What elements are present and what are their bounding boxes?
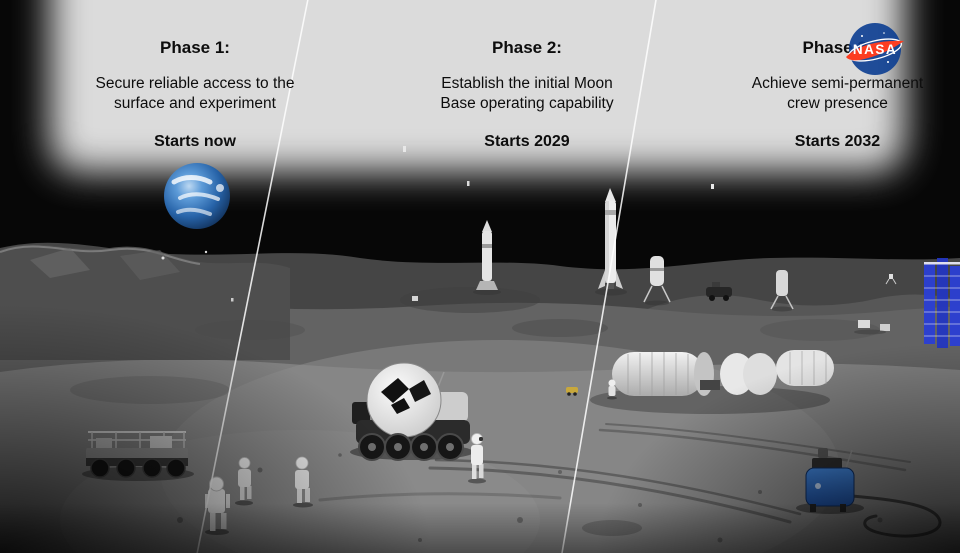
nasa-logo-swoosh [846,40,904,61]
phase-1-start-date: Starts now [154,133,236,150]
phase-2-heading: Phase 2: [492,38,562,57]
phase-1-panel: Phase 1: Secure reliable access to the s… [75,38,315,152]
nasa-logo: NASA [846,23,904,75]
phase-1-heading: Phase 1: [160,38,230,57]
phase-3-description: Achieve semi-permanent crew presence [751,75,924,112]
phase-3-panel: Phase 3: Achieve semi-permanent crew pre… [745,38,930,152]
phase-2-description: Establish the initial Moon Base operatin… [440,75,614,112]
bottom-shade [0,503,960,553]
phase-2-panel: Phase 2: Establish the initial Moon Base… [422,38,632,152]
nasa-logo-text: NASA [853,42,897,57]
phase-3-start-date: Starts 2032 [794,133,881,150]
phase-1-description: Secure reliable access to the surface an… [95,75,295,112]
phase-2-start-date: Starts 2029 [484,133,570,150]
